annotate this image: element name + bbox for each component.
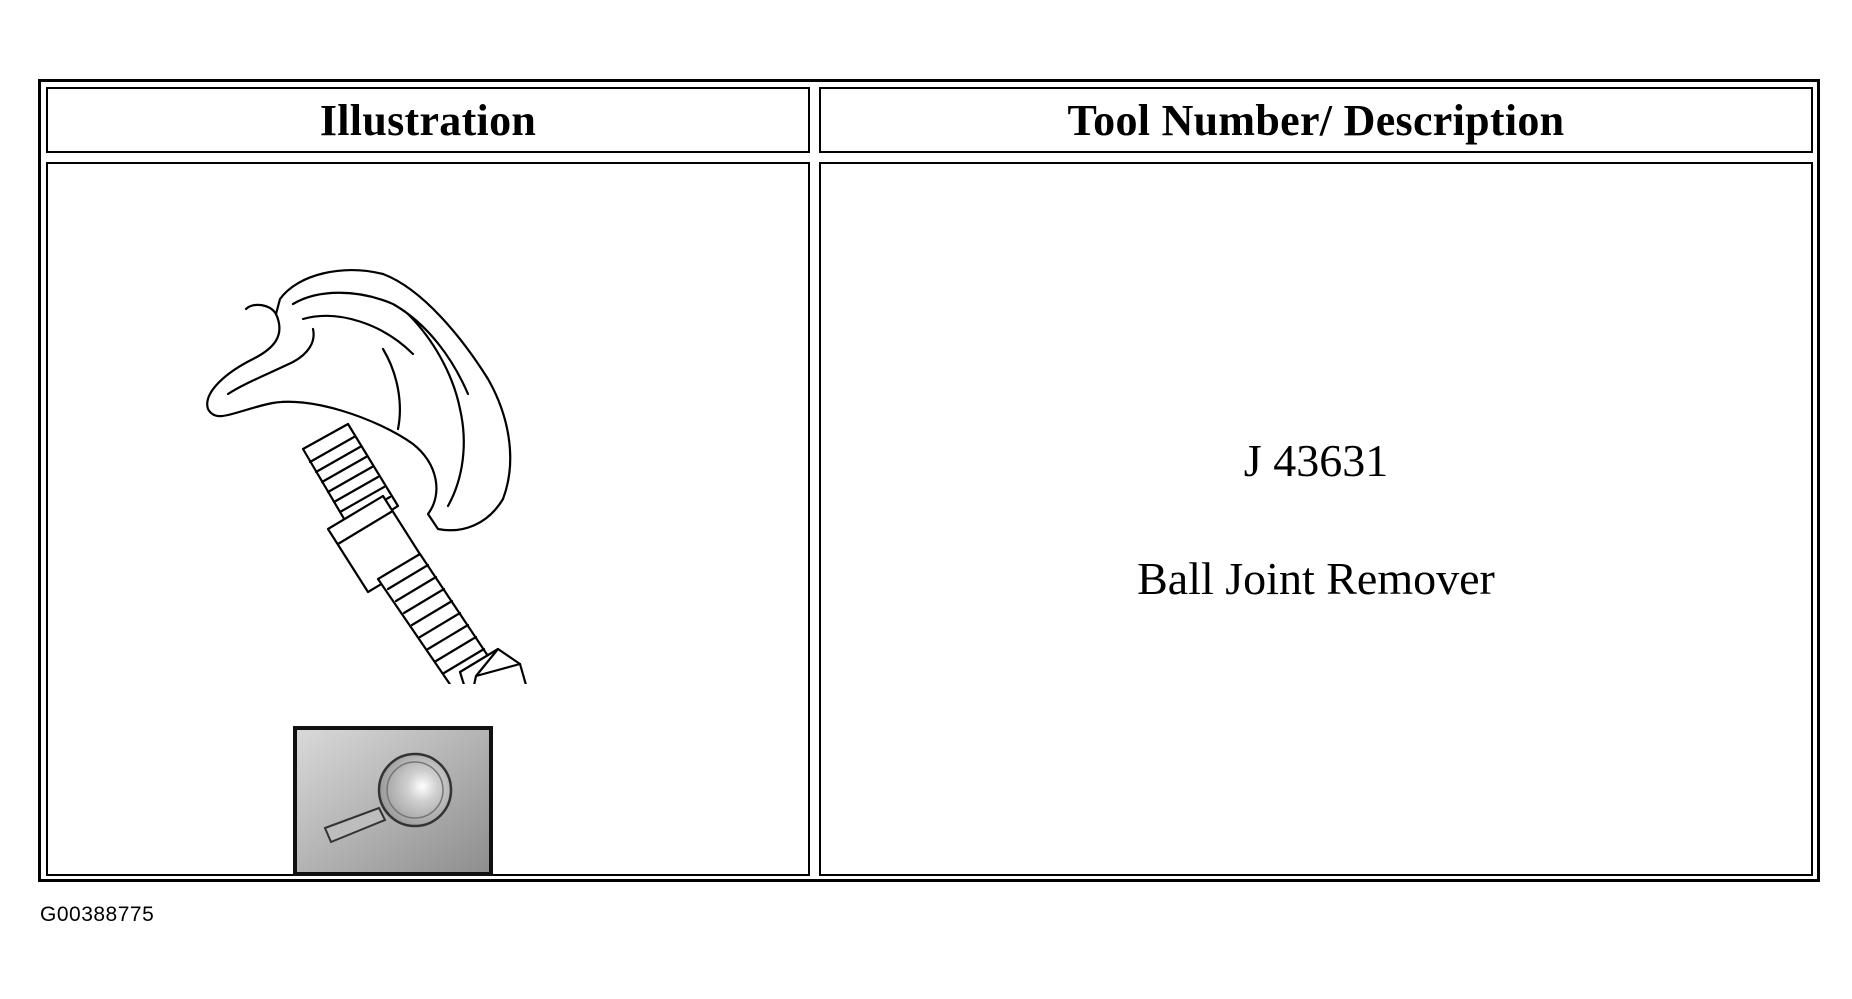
ball-joint-remover-drawing	[206, 269, 527, 684]
header-tool-cell: Tool Number/ Description	[819, 87, 1813, 153]
header-illustration: Illustration	[319, 95, 537, 145]
tool-table: Illustration Tool Number/ Description	[38, 79, 1820, 882]
header-illustration-cell: Illustration	[46, 87, 810, 153]
magnifier-icon[interactable]	[293, 726, 493, 876]
tool-description-cell: J 43631 Ball Joint Remover	[819, 162, 1813, 876]
header-tool-number-description: Tool Number/ Description	[1067, 95, 1565, 145]
tool-description: Ball Joint Remover	[1137, 553, 1495, 604]
illustration-cell	[46, 162, 810, 876]
tool-number: J 43631	[1243, 435, 1389, 486]
figure-id: G00388775	[40, 903, 155, 926]
